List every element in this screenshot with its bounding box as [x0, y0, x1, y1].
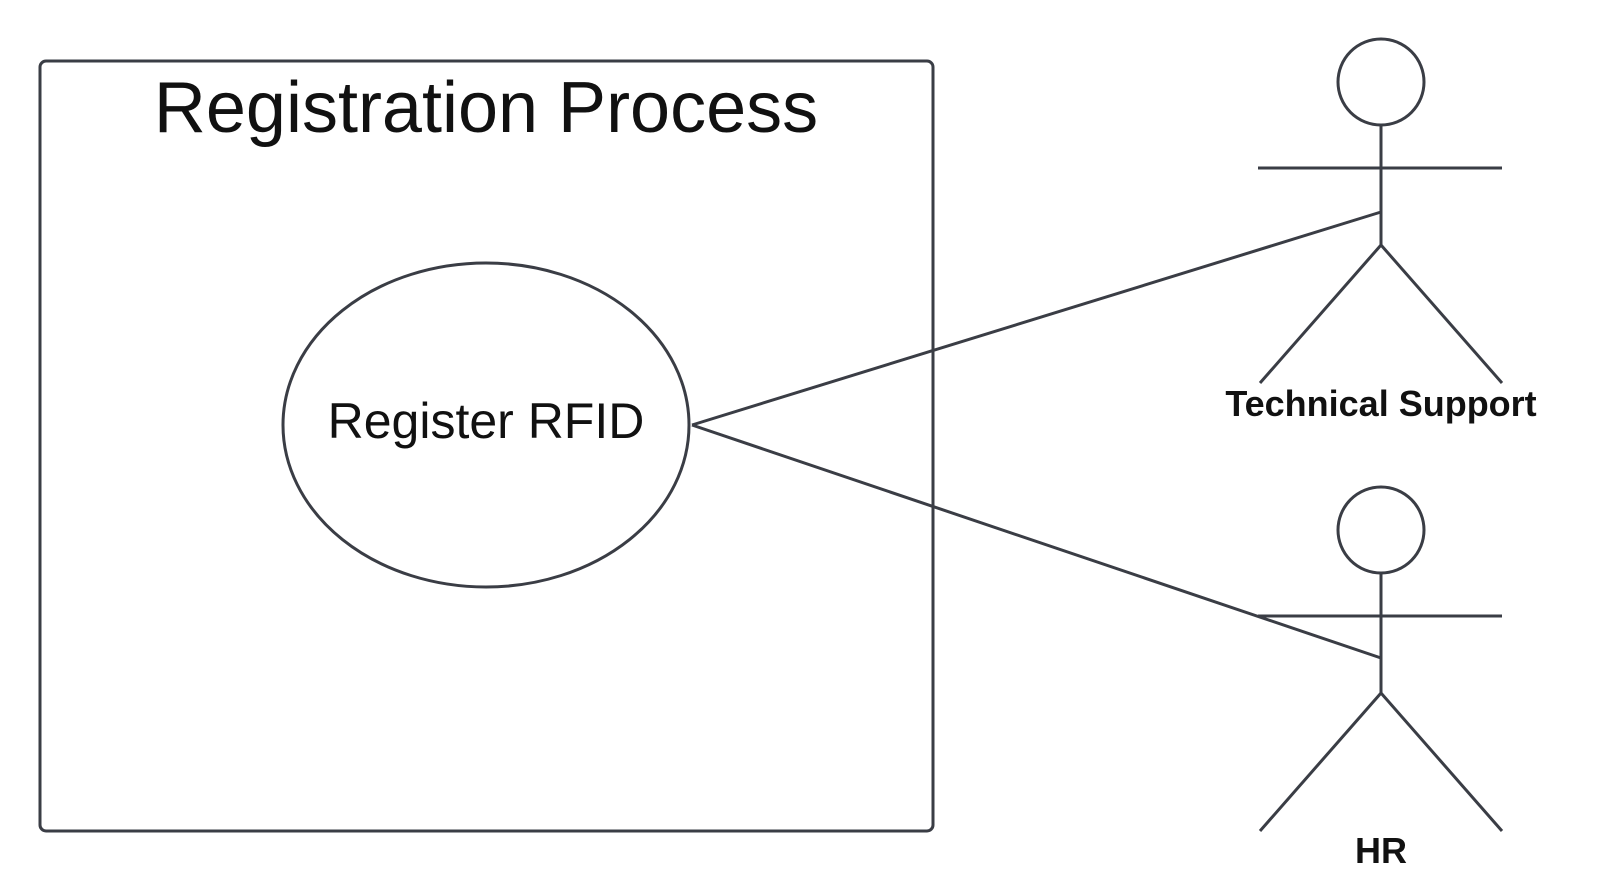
- associations: [691, 210, 1382, 660]
- use-case-register-rfid: Register RFID: [281, 261, 691, 589]
- actor-hr: HR: [1258, 485, 1504, 871]
- system-boundary-frame: [38, 59, 935, 833]
- system-boundary: Registration Process: [38, 59, 935, 833]
- actor-label-technical-support: Technical Support: [1225, 383, 1536, 424]
- association-technical-support: [691, 210, 1382, 427]
- actor-label-hr: HR: [1355, 830, 1407, 871]
- system-boundary-title: Registration Process: [154, 68, 818, 148]
- use-case-ellipse: [281, 261, 691, 589]
- actor-figure-icon: [1258, 37, 1504, 384]
- actor-figure-icon: [1258, 485, 1504, 832]
- actor-technical-support: Technical Support: [1225, 37, 1537, 424]
- association-hr: [691, 423, 1382, 660]
- use-case-label: Register RFID: [328, 393, 645, 449]
